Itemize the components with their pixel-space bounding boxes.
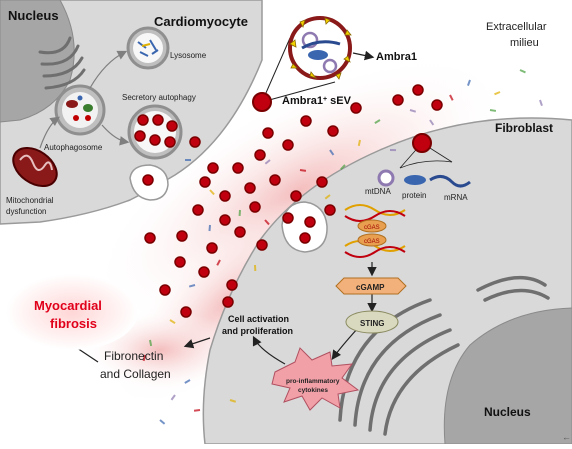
label-cgamp: cGAMP — [356, 283, 385, 292]
fibroblast-uptake-pocket — [282, 202, 327, 252]
sev-vesicle — [263, 128, 273, 138]
label-nucleus-top: Nucleus — [8, 8, 59, 23]
sev-vesicle — [227, 280, 237, 290]
sev-vesicle — [138, 115, 148, 125]
label-cgas-2: cGAS — [364, 239, 380, 245]
sev-vesicle — [413, 85, 423, 95]
sev-vesicle — [255, 150, 265, 160]
sev-vesicle — [199, 267, 209, 277]
sev-vesicle — [257, 240, 267, 250]
sev-vesicle — [153, 115, 163, 125]
label-ambra1: Ambra1 — [376, 51, 417, 63]
label-cytokines-line2: cytokines — [298, 387, 328, 394]
label-myocardial-line2: fibrosis — [50, 316, 97, 331]
sev-vesicle — [223, 297, 233, 307]
label-nucleus-bottom: Nucleus — [484, 405, 531, 419]
label-myocardial-line1: Myocardial — [34, 298, 102, 313]
sev-vesicle — [245, 183, 255, 193]
sev-vesicle — [432, 100, 442, 110]
sev-vesicle — [220, 215, 230, 225]
cargo-fragment — [160, 420, 165, 424]
cargo-fragment — [209, 225, 210, 231]
sev-vesicle — [325, 205, 335, 215]
sev-vesicle — [250, 202, 260, 212]
cargo-fragment — [490, 110, 496, 111]
label-protein: protein — [402, 191, 426, 200]
cargo-fragment — [359, 140, 360, 146]
sev-vesicle — [235, 227, 245, 237]
cargo-fragment — [194, 410, 200, 411]
sev-vesicle — [145, 233, 155, 243]
sev-large — [253, 93, 271, 111]
sev-vesicle — [328, 126, 338, 136]
sev-vesicle — [181, 307, 191, 317]
sev-vesicle — [300, 233, 310, 243]
label-cell-activation-line2: and proliferation — [222, 326, 293, 336]
label-ambra1-sev: Ambra1+ sEV — [282, 95, 352, 107]
sev-vesicle — [351, 103, 361, 113]
sev-vesicle — [317, 177, 327, 187]
label-fibroblast: Fibroblast — [495, 121, 553, 135]
sev-vesicle — [393, 95, 403, 105]
sev-vesicle — [283, 213, 293, 223]
label-cell-activation-line1: Cell activation — [228, 314, 289, 324]
label-extracellular-line1: Extracellular — [486, 21, 547, 33]
sev-vesicle — [291, 191, 301, 201]
label-cytokines-line1: pro-inflammatory — [286, 378, 340, 385]
label-mito-line1: Mitochondrial — [6, 196, 54, 205]
sev-vesicle — [135, 131, 145, 141]
label-mrna: mRNA — [444, 193, 468, 202]
label-extracellular-line2: milieu — [510, 37, 539, 49]
sev-vesicle — [233, 163, 243, 173]
label-cgas-1: cGAS — [364, 225, 380, 231]
sev-vesicle — [177, 231, 187, 241]
sev-vesicle — [283, 140, 293, 150]
sev-vesicle — [220, 191, 230, 201]
sev-vesicle — [200, 177, 210, 187]
lysosome — [128, 28, 168, 68]
cargo-fragment — [540, 100, 542, 106]
label-sting: STING — [360, 319, 384, 328]
cargo-fragment — [150, 340, 151, 346]
label-fibronectin-line1: Fibronectin — [104, 349, 163, 363]
label-secretory-autophagy: Secretory autophagy — [122, 93, 196, 102]
label-cardiomyocyte: Cardiomyocyte — [154, 14, 248, 29]
label-fibronectin-line2: and Collagen — [100, 367, 171, 381]
sev-vesicle — [207, 243, 217, 253]
sev-vesicle — [143, 175, 153, 185]
corner-arrow-glyph: ← — [562, 432, 571, 442]
cargo-fragment — [300, 170, 306, 171]
sev-vesicle — [193, 205, 203, 215]
label-mtdna: mtDNA — [365, 187, 391, 196]
sev-vesicle — [190, 137, 200, 147]
label-mito-line2: dysfunction — [6, 207, 46, 216]
sev-vesicle — [270, 175, 280, 185]
sev-vesicle — [160, 285, 170, 295]
autophagosome — [56, 86, 104, 134]
label-autophagosome: Autophagosome — [44, 143, 103, 152]
sev-vesicle — [305, 217, 315, 227]
cargo-fragment — [520, 70, 525, 72]
sev-vesicle — [150, 135, 160, 145]
sev-vesicle — [175, 257, 185, 267]
sev-vesicle — [167, 121, 177, 131]
sev-vesicle — [165, 137, 175, 147]
sev-vesicle — [301, 116, 311, 126]
sev-vesicle — [208, 163, 218, 173]
label-lysosome: Lysosome — [170, 51, 207, 60]
